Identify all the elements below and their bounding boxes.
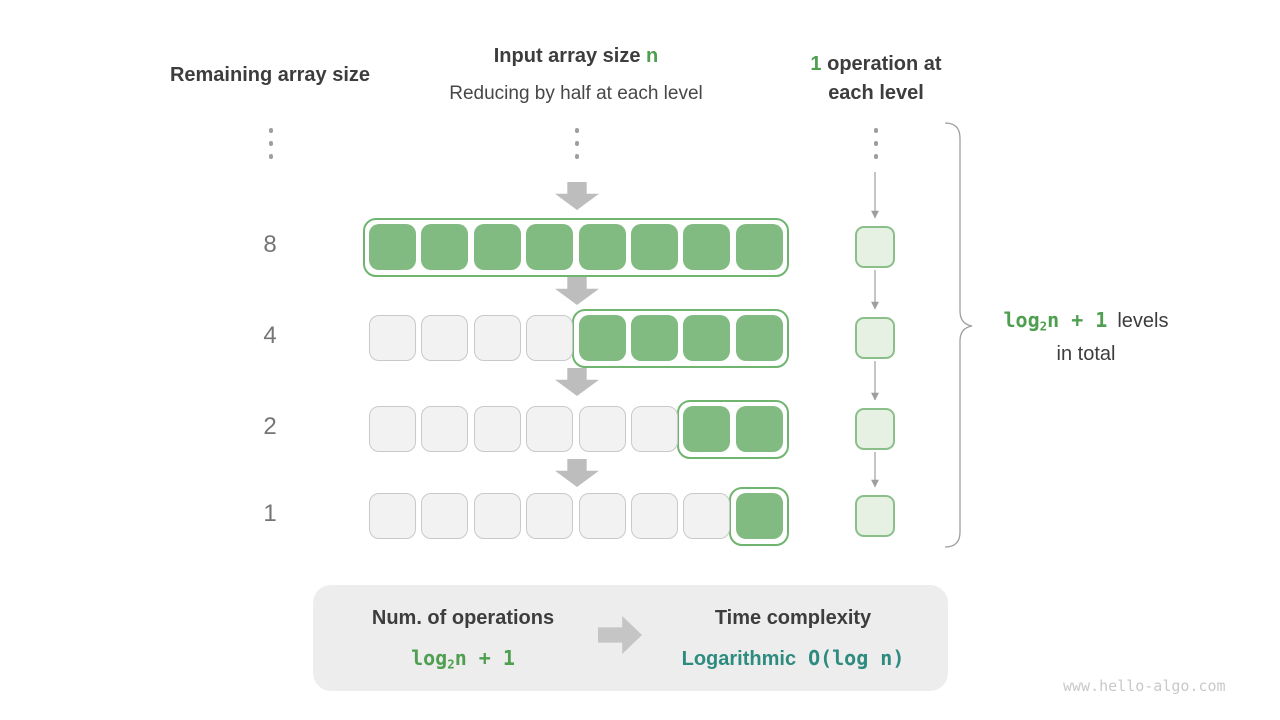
array-cell-inactive — [421, 493, 469, 539]
array-cell-inactive — [369, 315, 416, 361]
center-column-title: Input array size n — [396, 45, 756, 68]
array-cell-inactive — [526, 315, 574, 361]
array-cell-inactive — [683, 493, 731, 539]
array-cell-inactive — [473, 315, 521, 361]
row-size-label: 1 — [263, 500, 277, 527]
center-column-subtitle: Reducing by half at each level — [449, 83, 703, 104]
operation-box — [855, 317, 895, 359]
complexity-title: Time complexity — [714, 607, 872, 629]
array-cell-active — [578, 224, 626, 270]
ellipsis-dots-center — [572, 128, 582, 159]
array-cell-active — [735, 224, 783, 270]
array-cell-active — [631, 315, 678, 361]
array-cell-active — [683, 315, 731, 361]
row-size-label: 2 — [263, 413, 277, 440]
array-cell-active — [369, 224, 416, 270]
array-cell-inactive — [473, 406, 521, 452]
array-cell-active — [683, 224, 731, 270]
array-cell-inactive — [526, 406, 574, 452]
row-size-label: 4 — [263, 322, 277, 349]
center-title-n: n — [646, 45, 659, 67]
array-cell-active — [735, 406, 783, 452]
right-column-title: 1 operation at each level — [770, 50, 982, 108]
halving-arrow-icon — [555, 277, 599, 305]
operation-box — [855, 495, 895, 537]
halving-arrow-icon — [555, 459, 599, 487]
levels-brace — [944, 122, 973, 548]
levels-formula: log2n + 1 — [1003, 308, 1108, 334]
levels-word: levels — [1117, 310, 1169, 332]
ellipsis-dots-left — [266, 128, 276, 159]
array-cell-inactive — [421, 406, 469, 452]
complexity-value: Logarithmic O(log n) — [648, 646, 938, 671]
summary-arrow-icon — [598, 616, 642, 654]
array-cell-active — [631, 224, 678, 270]
array-cell-active — [421, 224, 469, 270]
halving-arrow-icon — [555, 182, 599, 210]
right-title-line1: operation at — [821, 53, 942, 75]
right-title-line2: each level — [828, 82, 924, 104]
array-cell-inactive — [631, 493, 678, 539]
array-cell-active — [578, 315, 626, 361]
array-cell-active — [735, 315, 783, 361]
operation-box — [855, 226, 895, 268]
operation-connector-arrows — [871, 172, 879, 488]
array-cell-active — [683, 406, 731, 452]
array-cell-active — [526, 224, 574, 270]
levels-label: log2n + 1 levels in total — [980, 306, 1192, 368]
operations-title: Num. of operations — [371, 607, 555, 629]
array-cell-active — [735, 493, 783, 539]
operations-formula: log2n + 1 — [411, 646, 515, 672]
array-cell-inactive — [526, 493, 574, 539]
array-cell-inactive — [578, 406, 626, 452]
ellipsis-dots-right — [871, 128, 881, 159]
array-cell-active — [473, 224, 521, 270]
array-cell-inactive — [578, 493, 626, 539]
row-size-label: 8 — [263, 231, 277, 258]
right-title-one: 1 — [810, 53, 822, 75]
watermark: www.hello-algo.com — [1063, 677, 1226, 695]
center-title-text: Input array size — [493, 45, 647, 67]
complexity-word: Logarithmic — [681, 648, 797, 670]
array-cell-inactive — [473, 493, 521, 539]
array-cell-inactive — [421, 315, 469, 361]
complexity-formula: O(log n) — [808, 646, 905, 670]
left-column-title: Remaining array size — [169, 64, 371, 86]
operation-box — [855, 408, 895, 450]
array-cell-inactive — [369, 406, 416, 452]
halving-arrow-icon — [555, 368, 599, 396]
levels-label-line2: in total — [1056, 343, 1116, 366]
summary-panel: Num. of operations log2n + 1 Time comple… — [313, 585, 948, 691]
array-cell-inactive — [631, 406, 678, 452]
array-cell-inactive — [369, 493, 416, 539]
